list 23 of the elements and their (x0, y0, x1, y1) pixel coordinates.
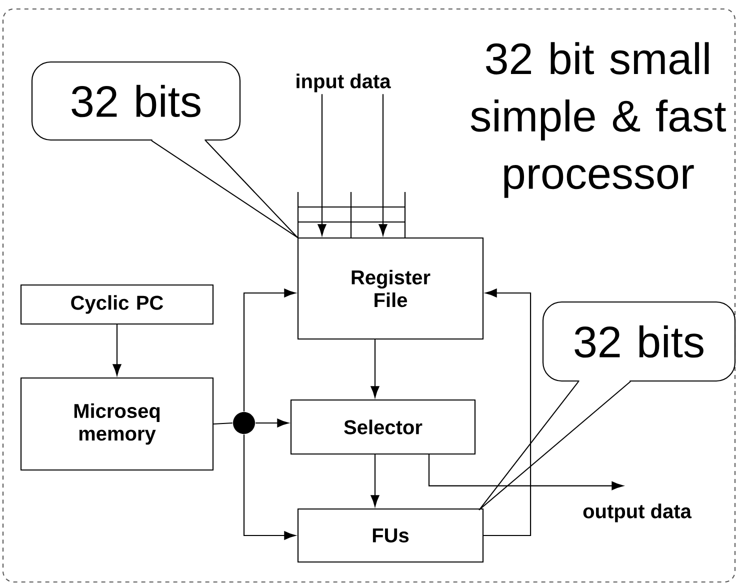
speech-bubble: 32 bits (31, 61, 241, 142)
input-label: input data (296, 74, 391, 92)
callout-tail (151, 140, 298, 238)
arrow (484, 288, 532, 536)
arrow (112, 324, 122, 376)
arrow (256, 418, 289, 428)
arrow (370, 454, 380, 507)
arrow (378, 94, 388, 236)
junction-dot (233, 412, 255, 434)
register-file-box: Register File (297, 191, 484, 340)
arrow (370, 340, 380, 398)
speech-bubble: 32 bits (542, 301, 736, 384)
fu-box: FUs (297, 508, 484, 563)
memory-box: Microseq memory (20, 377, 214, 471)
connector-line (214, 422, 232, 425)
arrow (318, 94, 326, 236)
arrow (428, 454, 624, 490)
arrow (243, 434, 296, 540)
output-label: output data (583, 504, 692, 522)
pc-box: Cyclic PC (20, 284, 214, 325)
callout-tail (479, 381, 579, 510)
selector-box: Selector (290, 399, 476, 455)
arrow (243, 288, 296, 412)
